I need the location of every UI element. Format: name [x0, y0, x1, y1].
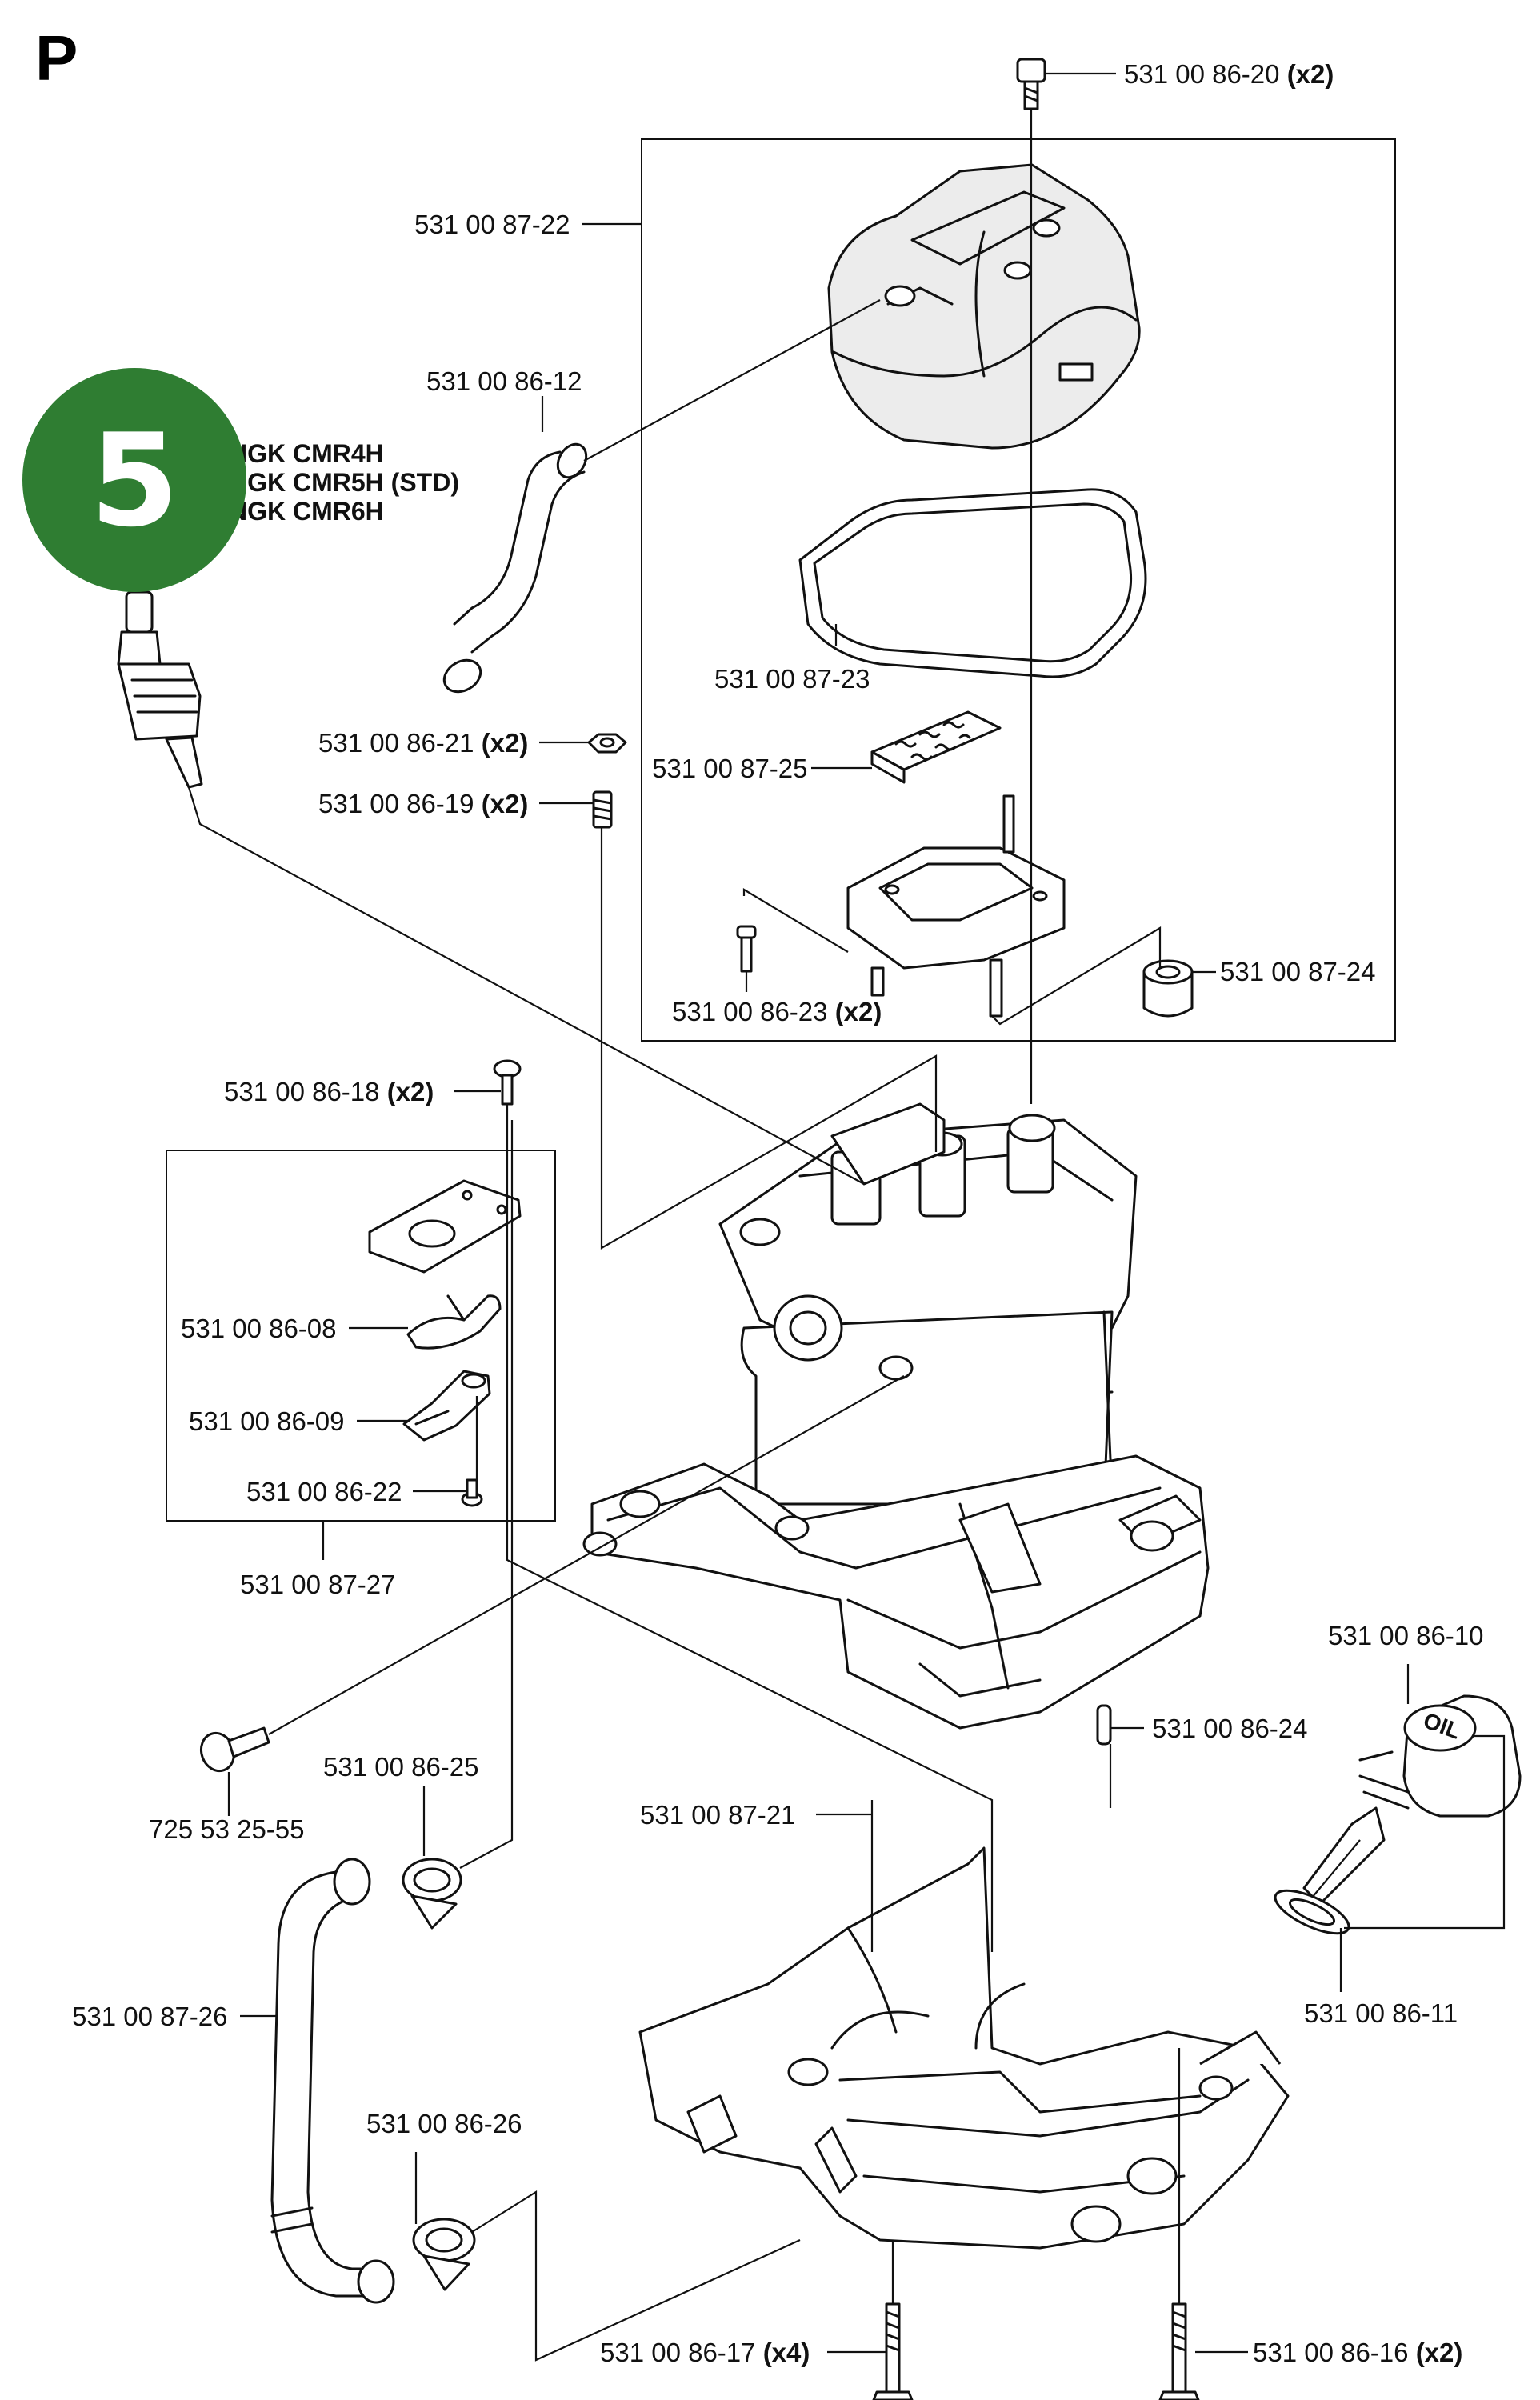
- label-531-00-86-23: 531 00 86-23 (x2): [672, 997, 882, 1026]
- decompression-kit-box: [166, 1150, 556, 1522]
- label-531-00-86-10: 531 00 86-10: [1328, 1621, 1484, 1650]
- label-531-00-87-26: 531 00 87-26: [72, 2002, 228, 2031]
- label-531-00-87-22: 531 00 87-22: [414, 210, 570, 239]
- rocker-bracket-part: [846, 794, 1066, 1018]
- label-725-53-25-55: 725 53 25-55: [149, 1814, 305, 1844]
- spark-plug-option: NGK CMR6H: [229, 497, 384, 526]
- label-531-00-87-23: 531 00 87-23: [714, 664, 870, 694]
- oil-cap-part: OIL: [1302, 1694, 1522, 1906]
- label-531-00-86-16: 531 00 86-16 (x2): [1253, 2338, 1462, 2367]
- spark-plug-option: NGK CMR4H: [229, 439, 384, 468]
- label-531-00-86-24: 531 00 86-24: [1152, 1714, 1308, 1743]
- leader-lines: [187, 72, 1506, 2362]
- crankcase-bolt-part: [199, 1726, 270, 1773]
- decomp-screw-part: [461, 1478, 483, 1507]
- dowel-pin-part: [1096, 1704, 1112, 1746]
- bushing-part: [1142, 959, 1194, 1018]
- decomp-cover-plate-part: [368, 1179, 522, 1274]
- cover-screw-part: [1016, 58, 1046, 110]
- spark-plug-option: NGK CMR5H (STD): [229, 468, 459, 497]
- breather-hose-part: [442, 442, 588, 694]
- crankcase-lower-part: [638, 1846, 1290, 2250]
- label-531-00-86-25: 531 00 86-25: [323, 1752, 479, 1782]
- oil-breather-hose-part: [270, 1858, 395, 2304]
- spark-plug-part: [117, 590, 203, 789]
- label-531-00-86-09: 531 00 86-09: [189, 1406, 345, 1436]
- label-531-00-87-21: 531 00 87-21: [640, 1800, 796, 1830]
- decomp-valve-part: [402, 1370, 491, 1442]
- hose-clamp-lower-part: [412, 2218, 476, 2291]
- label-531-00-86-18: 531 00 86-18 (x2): [224, 1077, 434, 1106]
- nut-part: [587, 733, 627, 754]
- stud-part: [592, 790, 613, 829]
- label-531-00-86-11: 531 00 86-11: [1304, 1998, 1458, 2028]
- cover-gasket-part: [798, 488, 1147, 678]
- cover-plate-screw-part: [493, 1059, 522, 1106]
- label-531-00-86-26: 531 00 86-26: [366, 2109, 522, 2138]
- bracket-screw-part: [736, 925, 757, 973]
- crankcase-bolt-x2-part: [1158, 2302, 1200, 2400]
- hose-clamp-upper-part: [402, 1858, 462, 1930]
- label-531-00-86-21: 531 00 86-21 (x2): [318, 728, 528, 758]
- label-531-00-86-19: 531 00 86-19 (x2): [318, 789, 528, 818]
- label-531-00-86-17: 531 00 86-17 (x4): [600, 2338, 810, 2367]
- step-badge: 5: [22, 368, 246, 592]
- label-531-00-87-25: 531 00 87-25: [652, 754, 808, 783]
- label-531-00-87-27: 531 00 87-27: [240, 1570, 396, 1599]
- label-531-00-87-24: 531 00 87-24: [1220, 957, 1376, 986]
- label-531-00-86-20: 531 00 86-20 (x2): [1124, 59, 1334, 89]
- valve-cover-assembly-box: [641, 138, 1396, 1042]
- step-badge-circle: [22, 368, 246, 592]
- crankcase-upper-part: [582, 1454, 1210, 1730]
- filter-pad-part: [870, 710, 1002, 784]
- label-531-00-86-12: 531 00 86-12: [426, 366, 582, 396]
- label-531-00-86-22: 531 00 86-22: [246, 1477, 402, 1506]
- step-badge-number: 5: [90, 406, 178, 555]
- section-letter: P: [35, 22, 78, 94]
- spark-plug-options: NGK CMR4H NGK CMR5H (STD) NGK CMR6H: [229, 439, 459, 526]
- oil-cap-washer-part: [1274, 1889, 1350, 1935]
- crankcase-bolt-x4-part: [872, 2302, 914, 2400]
- cylinder-block-part: [718, 1102, 1138, 1506]
- valve-cover-part: [827, 163, 1141, 450]
- decomp-spring-part: [406, 1294, 502, 1350]
- label-531-00-86-08: 531 00 86-08: [181, 1314, 337, 1343]
